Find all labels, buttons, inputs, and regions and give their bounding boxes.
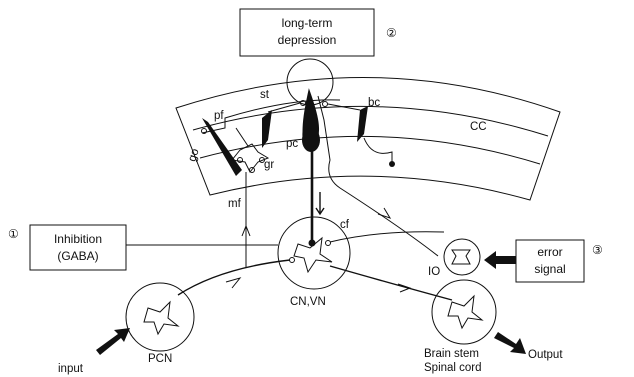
- ltd-label-line1: long-term: [282, 16, 333, 30]
- error-arrow: [484, 251, 516, 269]
- brainstem-neuron: [447, 294, 484, 330]
- cortex-layer-line-lower: [199, 135, 541, 165]
- pc-down-arrow: [315, 192, 325, 216]
- basket-process: [327, 103, 361, 111]
- granule-to-pf: [235, 127, 249, 147]
- ltd-label-line2: depression: [278, 33, 337, 47]
- inhib-line2: (GABA): [57, 249, 98, 263]
- bc-label: bc: [368, 97, 380, 109]
- error-number: ③: [592, 243, 603, 257]
- cn-vn-circle: [277, 216, 351, 290]
- inhibition-box: [29, 224, 127, 271]
- basket-terminal: [389, 161, 395, 167]
- error-line1: error: [537, 245, 562, 259]
- stellate-process: [267, 102, 301, 113]
- golgi-cell: [202, 118, 242, 176]
- pcn-circle: [125, 282, 195, 352]
- pcn-neuron: [143, 300, 180, 336]
- brainstem-label-line2: Spinal cord: [424, 362, 482, 374]
- gr-label: gr: [264, 159, 274, 171]
- granule-dot-1: [237, 157, 243, 163]
- cf-label: cf: [340, 219, 350, 231]
- pcn-to-cn-fiber: [177, 259, 291, 296]
- cc-label: CC: [470, 121, 487, 133]
- pc-label: pc: [286, 138, 298, 150]
- inhib-line1: Inhibition: [54, 232, 102, 246]
- pcn-fiber-arrow: [225, 277, 242, 289]
- basket-axon: [363, 137, 393, 162]
- golgi-synapse: [201, 128, 207, 134]
- basket-cell: [357, 106, 368, 142]
- cortex-layer-line-upper: [192, 105, 549, 137]
- cf-arrow: [377, 207, 392, 219]
- input-arrow: [96, 328, 130, 355]
- ltd-box: [239, 8, 375, 57]
- cn-vn-neuron: [293, 236, 333, 274]
- cerebellar-cortex-region: [175, 77, 561, 201]
- st-label: st: [260, 89, 270, 101]
- granule-cell: [231, 143, 270, 173]
- cnvn-label: CN,VN: [290, 296, 326, 308]
- io-circle: [443, 238, 481, 276]
- cf-to-cn: [329, 231, 445, 243]
- ltd-number: ②: [386, 26, 397, 40]
- basket-synapse: [322, 101, 328, 107]
- stellate-synapse: [300, 100, 306, 106]
- output-arrow: [494, 332, 526, 354]
- output-label: Output: [528, 349, 563, 361]
- pcn-label: PCN: [148, 353, 172, 365]
- purkinje-synapse: [308, 239, 316, 247]
- mf-label: mf: [228, 198, 242, 210]
- io-neuron: [451, 249, 471, 265]
- pcn-cn-synapse: [289, 257, 295, 263]
- cn-to-brainstem-fiber: [329, 265, 453, 301]
- stellate-cell: [262, 110, 272, 148]
- granule-dot-3: [259, 157, 265, 163]
- brainstem-label-line1: Brain stem: [424, 348, 479, 360]
- error-line2: signal: [534, 262, 565, 276]
- input-label: input: [58, 363, 84, 375]
- io-label: IO: [428, 266, 440, 278]
- pf-label: pf: [214, 110, 224, 122]
- brainstem-circle: [431, 279, 497, 345]
- mf-up-arrow: [241, 224, 251, 240]
- go-label: go: [186, 147, 201, 163]
- climbing-fiber: [317, 95, 439, 257]
- purkinje-cell-soma: [302, 128, 320, 152]
- cf-cn-synapse: [325, 240, 331, 246]
- inhib-number: ①: [8, 227, 19, 241]
- parallel-fiber: [201, 99, 341, 134]
- cn-output-arrow: [397, 283, 412, 293]
- granule-dot-2: [249, 167, 255, 173]
